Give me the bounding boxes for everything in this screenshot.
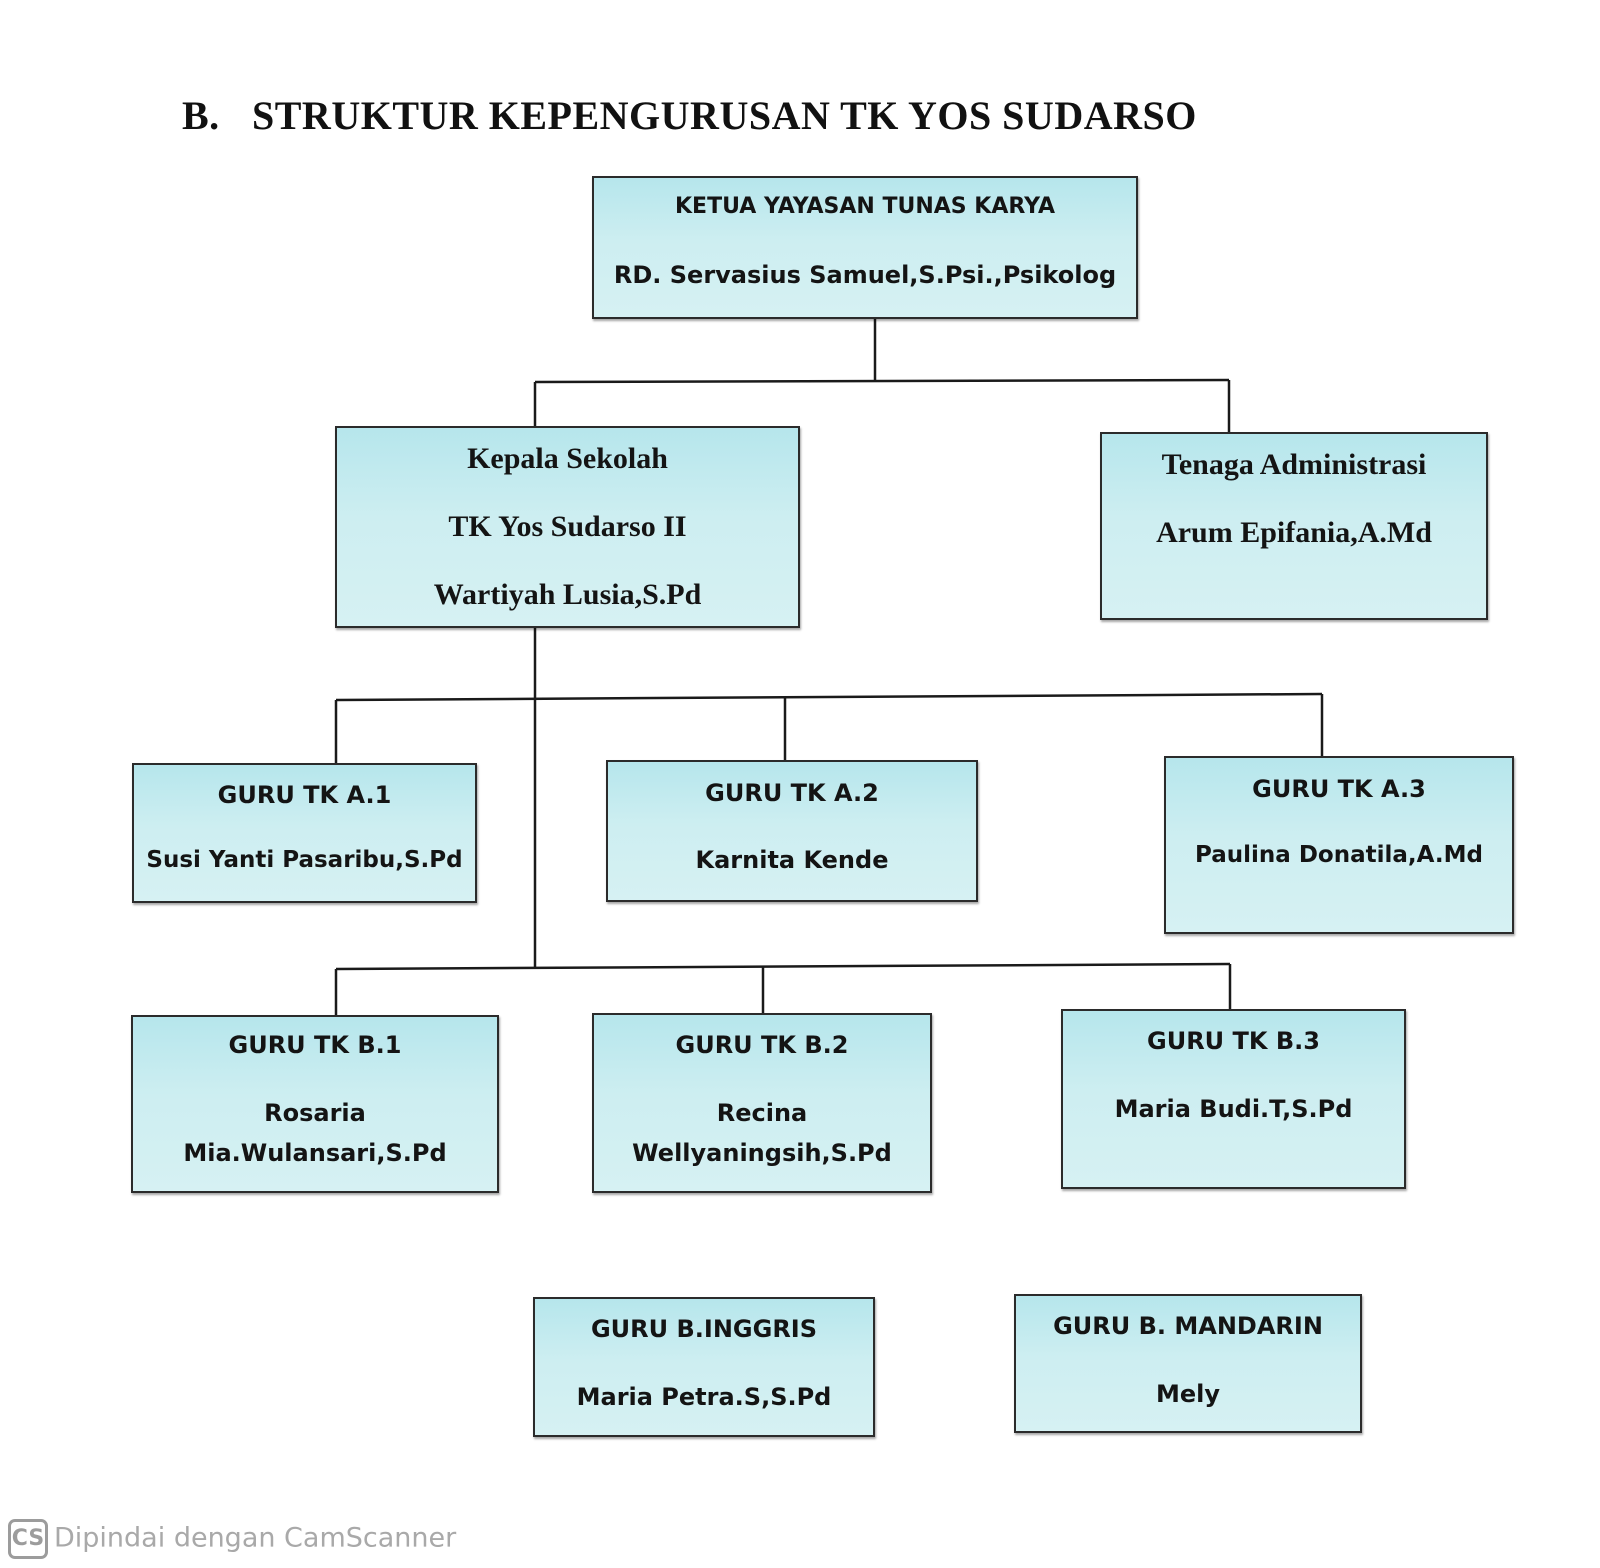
ketua-name: RD. Servasius Samuel,S.Psi.,Psikolog: [613, 261, 1117, 289]
guru-b1-box: GURU TK B.1 Rosaria Mia.Wulansari,S.Pd: [131, 1015, 499, 1193]
admin-name: Arum Epifania,A.Md: [1156, 516, 1432, 549]
guru-b1-role: GURU TK B.1: [228, 1031, 402, 1059]
guru-b3-name: Maria Budi.T,S.Pd: [1114, 1095, 1353, 1123]
page-title: B. STRUKTUR KEPENGURUSAN TK YOS SUDARSO: [182, 92, 1197, 139]
guru-a2-box: GURU TK A.2 Karnita Kende: [606, 760, 978, 902]
kepala-name: Wartiyah Lusia,S.Pd: [433, 578, 702, 611]
connector-guru-b-bar: [335, 962, 1231, 971]
watermark-text: Dipindai dengan CamScanner: [54, 1522, 457, 1554]
connector-guru-a-bar: [335, 692, 1323, 702]
guru-b2-box: GURU TK B.2 Recina Wellyaningsih,S.Pd: [592, 1013, 932, 1193]
guru-b3-box: GURU TK B.3 Maria Budi.T,S.Pd: [1061, 1009, 1406, 1189]
guru-a3-box: GURU TK A.3 Paulina Donatila,A.Md: [1164, 756, 1514, 934]
guru-b2-role: GURU TK B.2: [675, 1031, 849, 1059]
guru-b3-role: GURU TK B.3: [1147, 1027, 1320, 1055]
guru-b2-name-line2: Wellyaningsih,S.Pd: [632, 1139, 892, 1167]
title-text: STRUKTUR KEPENGURUSAN TK YOS SUDARSO: [252, 93, 1197, 138]
guru-inggris-role: GURU B.INGGRIS: [590, 1315, 818, 1343]
guru-a1-box: GURU TK A.1 Susi Yanti Pasaribu,S.Pd: [132, 763, 477, 903]
guru-inggris-box: GURU B.INGGRIS Maria Petra.S,S.Pd: [533, 1297, 875, 1437]
guru-b1-name-line1: Rosaria: [264, 1099, 366, 1127]
guru-mandarin-box: GURU B. MANDARIN Mely: [1014, 1294, 1362, 1433]
guru-a3-role: GURU TK A.3: [1252, 775, 1426, 803]
admin-box: Tenaga Administrasi Arum Epifania,A.Md: [1100, 432, 1488, 620]
ketua-yayasan-box: KETUA YAYASAN TUNAS KARYA RD. Servasius …: [592, 176, 1138, 319]
ketua-role: KETUA YAYASAN TUNAS KARYA: [675, 194, 1055, 219]
guru-a2-role: GURU TK A.2: [705, 779, 879, 807]
camscanner-logo-icon: CS: [8, 1519, 48, 1559]
guru-a2-name: Karnita Kende: [695, 846, 889, 874]
guru-mandarin-role: GURU B. MANDARIN: [1053, 1312, 1323, 1340]
guru-a1-role: GURU TK A.1: [217, 781, 392, 809]
kepala-role: Kepala Sekolah: [467, 442, 668, 475]
guru-mandarin-name: Mely: [1155, 1380, 1221, 1408]
guru-a3-name: Paulina Donatila,A.Md: [1195, 842, 1483, 868]
connector-level1-bar: [534, 378, 1230, 384]
admin-role: Tenaga Administrasi: [1161, 448, 1427, 481]
guru-b2-name-line1: Recina: [716, 1099, 808, 1127]
guru-b1-name-line2: Mia.Wulansari,S.Pd: [183, 1139, 447, 1167]
section-number: B.: [182, 93, 220, 138]
guru-a1-name: Susi Yanti Pasaribu,S.Pd: [146, 847, 463, 873]
guru-inggris-name: Maria Petra.S,S.Pd: [576, 1383, 832, 1411]
kepala-sekolah-box: Kepala Sekolah TK Yos Sudarso II Wartiya…: [335, 426, 800, 628]
kepala-school: TK Yos Sudarso II: [448, 510, 687, 543]
